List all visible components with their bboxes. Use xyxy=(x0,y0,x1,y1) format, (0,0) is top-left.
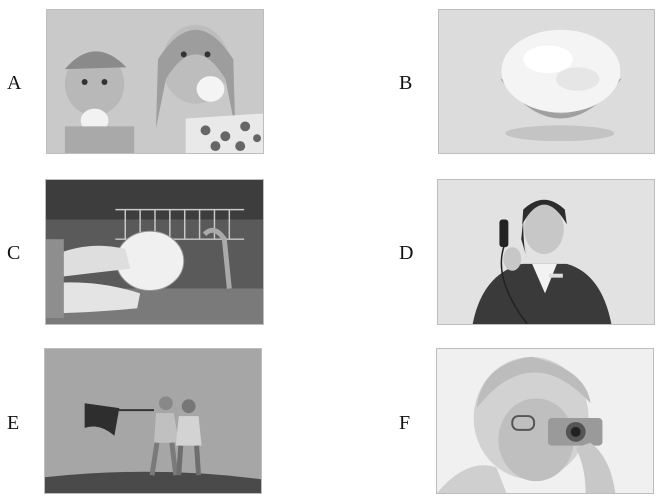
photo-f-woman-taking-photo xyxy=(436,348,654,494)
label-d: D xyxy=(399,242,414,264)
photo-a-children-eating xyxy=(46,9,264,154)
label-e: E xyxy=(7,412,20,434)
photo-b-bowl-of-rice xyxy=(438,9,655,154)
photo-e-people-with-umbrella-in-wind xyxy=(44,348,262,494)
photo-c-washing-dishes xyxy=(45,179,264,325)
label-b: B xyxy=(399,72,413,94)
label-a: A xyxy=(7,72,22,94)
photo-d-woman-on-telephone xyxy=(437,179,655,325)
label-f: F xyxy=(399,412,411,434)
label-c: C xyxy=(7,242,21,264)
